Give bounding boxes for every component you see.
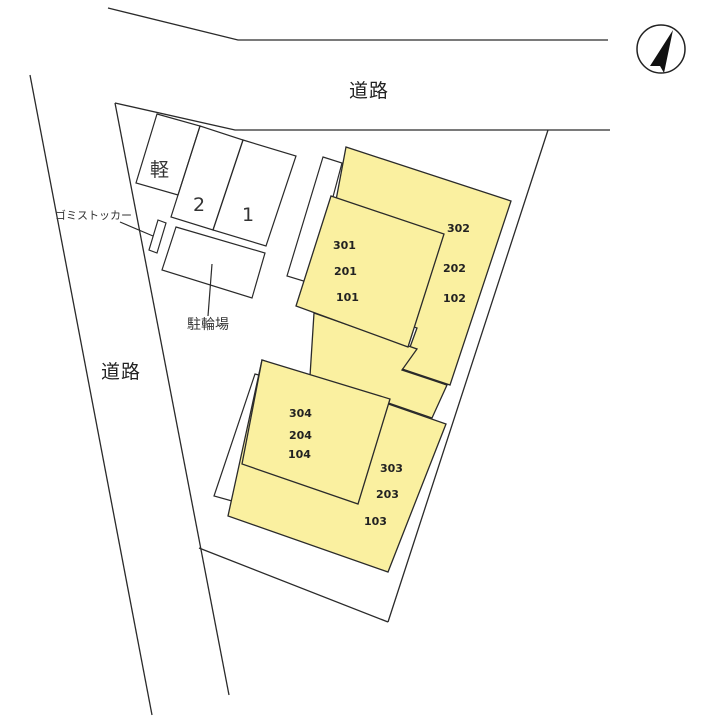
west-road-outer-edge <box>29 74 153 716</box>
north-arrow-icon <box>636 24 686 74</box>
garbage-stocker-box <box>148 219 167 254</box>
kei-parking-label: 軽 <box>150 159 170 181</box>
unit-302: 302 <box>447 222 470 235</box>
unit-101: 101 <box>336 291 359 304</box>
parking-area <box>119 113 297 317</box>
west-road-label: 道路 <box>101 361 142 383</box>
north-road-label: 道路 <box>349 80 390 102</box>
unit-303: 303 <box>380 462 403 475</box>
unit-201: 201 <box>334 265 357 278</box>
unit-104: 104 <box>288 448 311 461</box>
unit-202: 202 <box>443 262 466 275</box>
north-arrow-compass <box>634 22 688 76</box>
parking-space-1 <box>212 139 297 247</box>
unit-block-south-west <box>241 359 391 505</box>
garbage-stocker-label: ゴミストッカー <box>55 209 132 222</box>
unit-204: 204 <box>289 429 312 442</box>
unit-301: 301 <box>333 239 356 252</box>
north-road-inner-edge <box>114 102 610 131</box>
site-boundary-south <box>198 547 389 623</box>
west-road-inner-edge <box>114 102 230 696</box>
bicycle-parking-area <box>161 226 266 299</box>
unit-203: 203 <box>376 488 399 501</box>
north-road-outer-edge <box>107 7 608 41</box>
unit-block-north-west <box>295 195 445 348</box>
parking-1-label: 1 <box>242 204 255 226</box>
parking-space-2 <box>170 125 244 231</box>
site-boundary-east <box>387 129 549 623</box>
unit-102: 102 <box>443 292 466 305</box>
parking-2-label: 2 <box>193 194 206 216</box>
unit-103: 103 <box>364 515 387 528</box>
unit-304: 304 <box>289 407 312 420</box>
bicycle-parking-label: 駐輪場 <box>187 317 229 333</box>
